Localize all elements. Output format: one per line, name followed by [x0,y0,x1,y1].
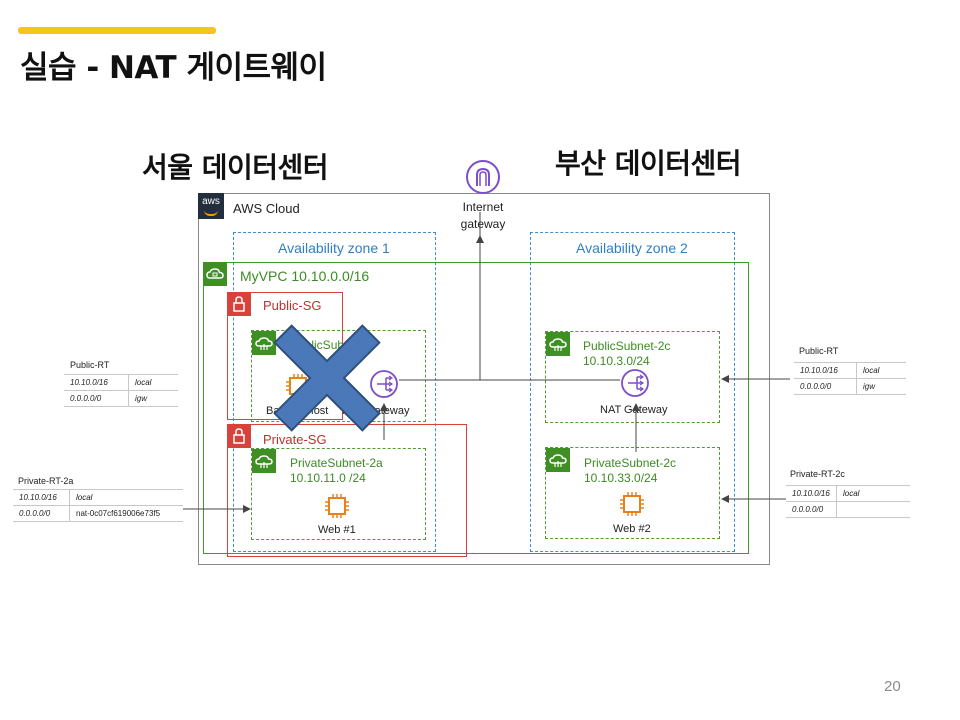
private-security-group [227,424,467,557]
internet-gateway-icon [466,160,500,194]
route-target: nat-0c07cf619006e73f5 [69,505,183,522]
route-target: igw [128,390,178,407]
busan-region-label: 부산 데이터센터 [555,147,742,180]
web1-label: Web #1 [318,524,356,536]
route-target: local [69,489,183,506]
private-subnet-2c-name: PrivateSubnet-2c [584,456,677,470]
private-rt-2c-table: 10.10.0/16 local 0.0.0.0/0 [786,485,910,518]
aws-logo-icon: aws [198,193,224,219]
public-subnet-2a [251,330,426,422]
aws-cloud-label: AWS Cloud [233,201,300,216]
route-destination: 10.10.0/16 [794,362,857,379]
igw-label-line1: Internet [462,200,504,214]
route-destination: 0.0.0.0/0 [13,505,70,522]
public-subnet-2a-icon [252,331,276,355]
private-rt-2a-title: Private-RT-2a [18,476,74,486]
private-rt-2a-table: 10.10.0/16 local 0.0.0.0/0 nat-0c07cf619… [13,489,183,522]
route-target [836,501,910,518]
public-subnet-2c [545,331,720,423]
route-target: local [856,362,906,379]
public-subnet-2c-icon [546,332,570,356]
vpc-cloud-icon [203,262,227,286]
table-row: 10.10.0/16 local [794,362,906,379]
route-target: local [836,485,910,502]
public-sg-lock-icon [227,292,251,316]
public-rt-left-title: Public-RT [70,360,110,370]
private-subnet-2c-label: PrivateSubnet-2c 10.10.33.0/24 [584,456,676,486]
availability-zone-2-label: Availability zone 2 [576,240,688,256]
vpc-label: MyVPC 10.10.0.0/16 [240,268,370,284]
public-rt-right-table: 10.10.0/16 local 0.0.0.0/0 igw [794,362,906,395]
vpc-boundary [203,262,749,554]
route-destination: 0.0.0.0/0 [64,390,129,407]
internet-gateway-label: Internet gateway [446,199,520,233]
availability-zone-1-label: Availability zone 1 [278,240,390,256]
private-sg-lock-icon [227,424,251,448]
aws-logo-text: aws [202,196,220,207]
table-row: 0.0.0.0/0 igw [794,378,906,395]
table-row: 0.0.0.0/0 [786,501,910,518]
private-subnet-2c-icon [546,448,570,472]
public-sg-label: Public-SG [263,298,322,313]
slide-title: 실습 - NAT 게이트웨이 [20,50,327,86]
private-subnet-2a-icon [252,449,276,473]
private-subnet-2a [251,448,426,540]
public-subnet-2c-cidr: 10.10.3.0/24 [583,354,650,368]
public-rt-left-table: 10.10.0/16 local 0.0.0.0/0 igw [64,374,178,407]
igw-label-line2: gateway [460,217,506,231]
nat-gateway-2c-label: NAT Gateway [600,404,668,416]
private-subnet-2a-name: PrivateSubnet-2a [290,456,383,470]
title-accent-bar [18,27,216,34]
web2-ec2-icon [620,492,644,516]
public-subnet-2c-label: PublicSubnet-2c 10.10.3.0/24 [583,339,670,369]
table-row: 0.0.0.0/0 nat-0c07cf619006e73f5 [13,505,183,522]
route-target: igw [856,378,906,395]
private-subnet-2c-cidr: 10.10.33.0/24 [584,471,658,485]
private-sg-label: Private-SG [263,432,327,447]
availability-zone-2 [530,232,735,552]
nat-gateway-2c-icon [621,369,649,397]
route-destination: 10.10.0/16 [786,485,837,502]
table-row: 10.10.0/16 local [786,485,910,502]
seoul-region-label: 서울 데이터센터 [142,151,329,184]
route-destination: 0.0.0.0/0 [786,501,837,518]
private-subnet-2a-label: PrivateSubnet-2a 10.10.11.0 /24 [290,456,383,486]
aws-smile-icon [204,210,218,216]
table-row: 10.10.0/16 local [64,374,178,391]
private-rt-2c-title: Private-RT-2c [790,469,845,479]
disabled-cross-mark-icon [273,324,381,432]
private-subnet-2c [545,447,720,539]
private-subnet-2a-cidr: 10.10.11.0 /24 [290,471,366,485]
page-number: 20 [884,678,901,695]
availability-zone-1 [233,232,436,552]
route-target: local [128,374,178,391]
table-row: 10.10.0/16 local [13,489,183,506]
table-row: 0.0.0.0/0 igw [64,390,178,407]
nat-gateway-2a-icon [370,370,398,398]
route-destination: 0.0.0.0/0 [794,378,857,395]
public-rt-right-title: Public-RT [799,346,839,356]
public-subnet-2c-name: PublicSubnet-2c [583,339,671,353]
web1-ec2-icon [325,494,349,518]
route-destination: 10.10.0/16 [64,374,129,391]
route-destination: 10.10.0/16 [13,489,70,506]
web2-label: Web #2 [613,523,651,535]
